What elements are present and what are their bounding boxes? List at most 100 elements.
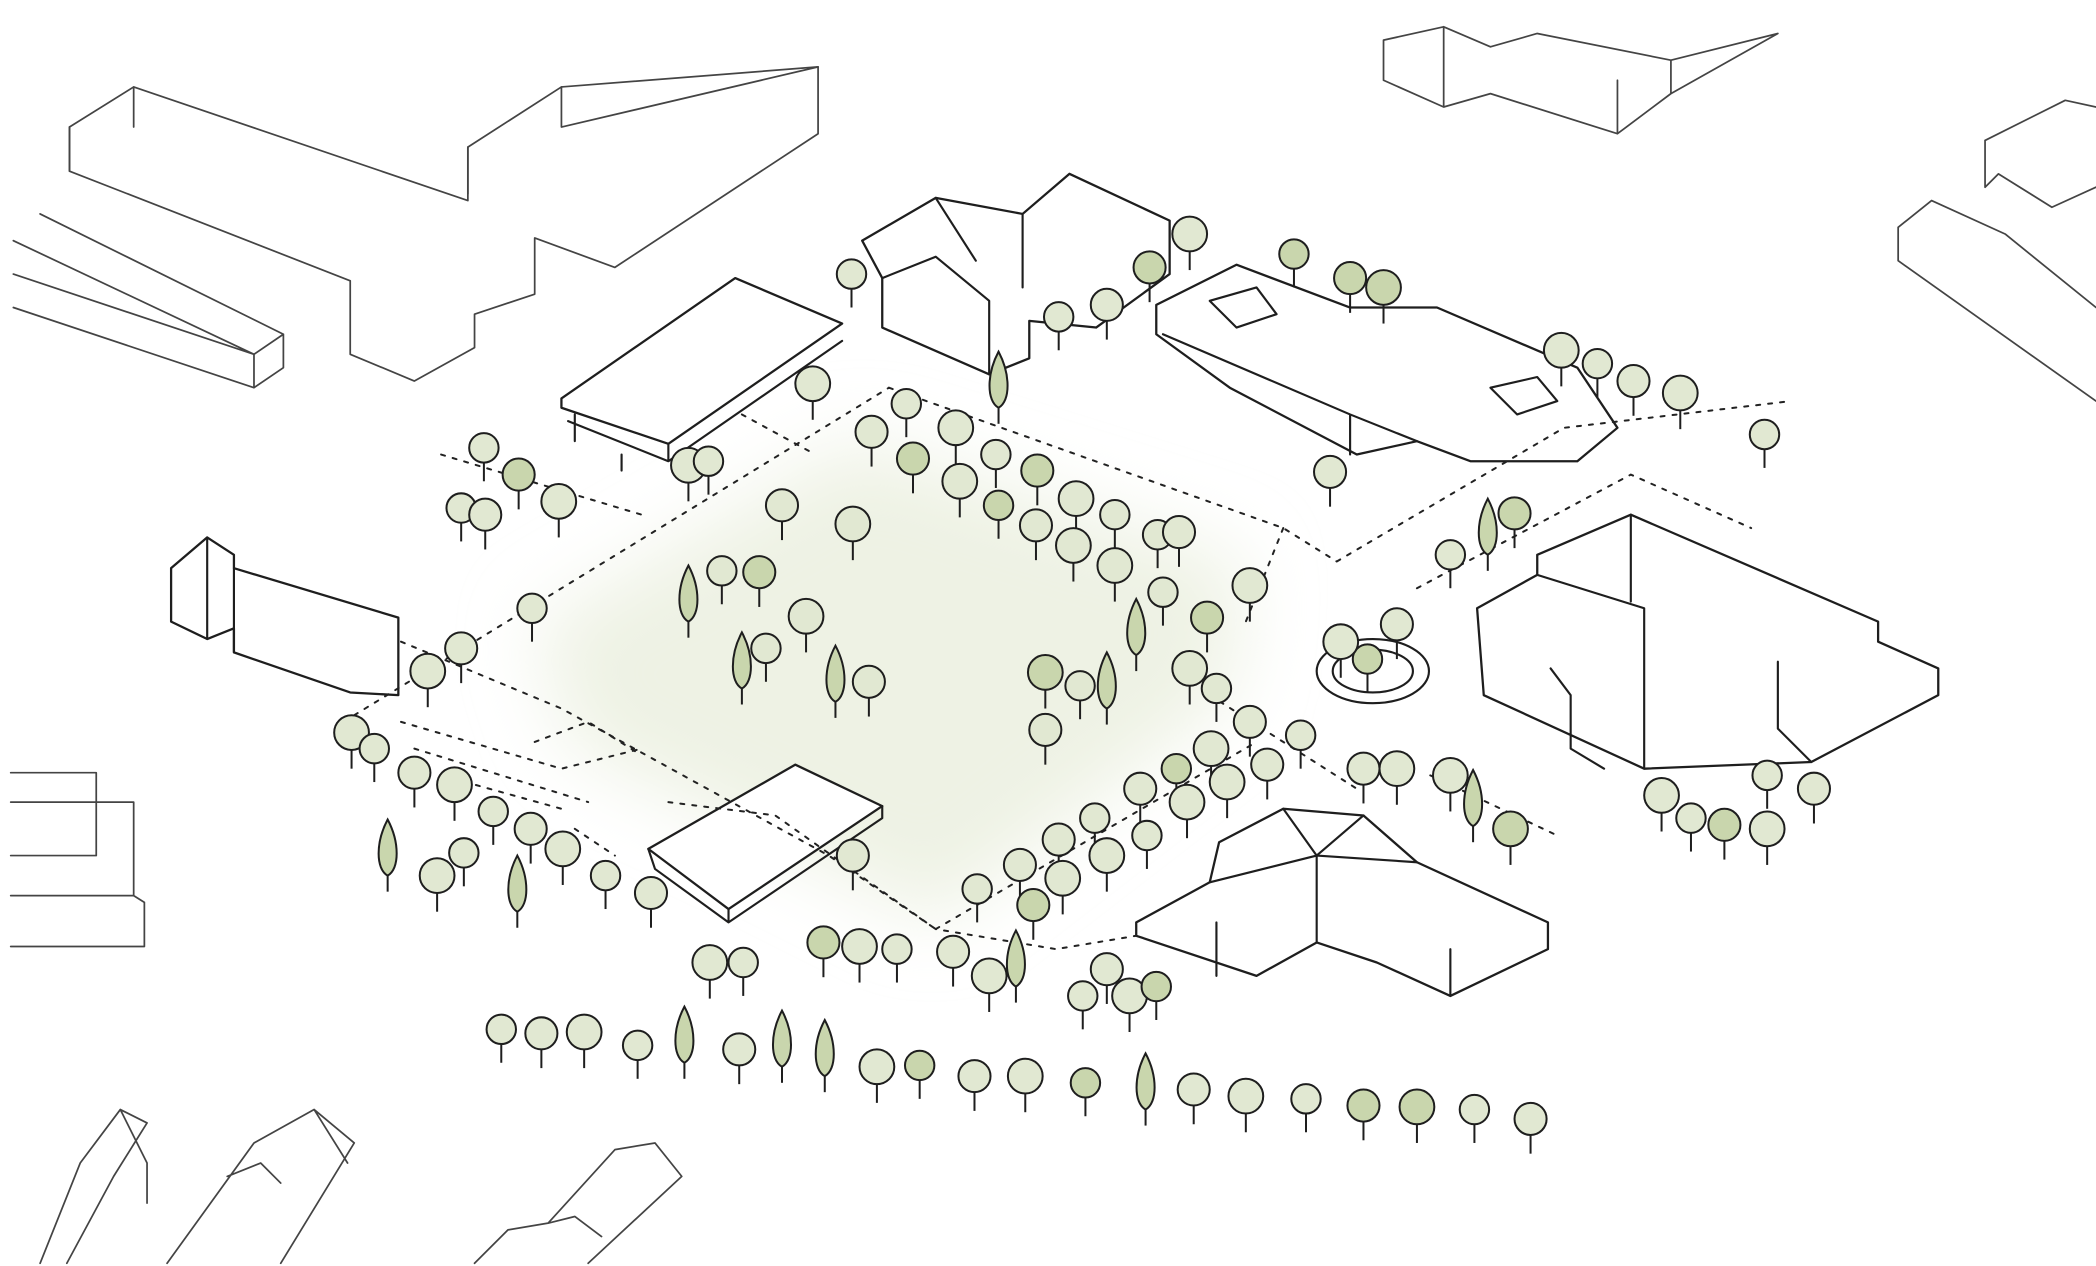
round-tree-icon bbox=[540, 482, 578, 538]
round-tree-icon bbox=[1796, 771, 1831, 824]
round-tree-icon bbox=[1042, 301, 1075, 351]
round-tree-icon bbox=[397, 755, 432, 808]
round-tree-icon bbox=[1192, 730, 1230, 785]
round-tree-icon bbox=[1284, 719, 1317, 769]
round-tree-icon bbox=[524, 1016, 559, 1069]
round-tree-icon bbox=[1661, 374, 1699, 430]
round-tree-icon bbox=[565, 1013, 603, 1069]
round-tree-icon bbox=[436, 766, 473, 821]
round-tree-icon bbox=[1748, 418, 1781, 468]
round-tree-icon bbox=[851, 664, 886, 717]
round-tree-icon bbox=[1232, 704, 1267, 757]
round-tree-icon bbox=[444, 631, 479, 684]
round-tree-icon bbox=[589, 859, 622, 910]
round-tree-icon bbox=[787, 597, 825, 653]
central-park-area bbox=[534, 441, 1244, 923]
round-tree-icon bbox=[621, 1029, 654, 1079]
round-tree-icon bbox=[834, 505, 872, 561]
round-tree-icon bbox=[980, 438, 1012, 488]
round-tree-icon bbox=[835, 838, 870, 891]
round-tree-icon bbox=[1176, 1072, 1211, 1125]
round-tree-icon bbox=[418, 857, 456, 912]
round-tree-icon bbox=[1171, 650, 1209, 705]
round-tree-icon bbox=[1020, 453, 1055, 506]
round-tree-icon bbox=[1067, 980, 1099, 1030]
round-tree-icon bbox=[970, 957, 1008, 1012]
round-tree-icon bbox=[1751, 759, 1783, 809]
round-tree-icon bbox=[1140, 970, 1172, 1020]
round-tree-icon bbox=[941, 462, 979, 518]
round-tree-icon bbox=[691, 944, 729, 999]
round-tree-icon bbox=[409, 652, 447, 708]
building-east-large-block bbox=[1475, 513, 1940, 770]
round-tree-icon bbox=[358, 732, 390, 783]
cypress-tree-icon bbox=[731, 630, 752, 705]
round-tree-icon bbox=[742, 555, 777, 607]
round-tree-icon bbox=[764, 488, 800, 541]
round-tree-icon bbox=[1290, 1083, 1322, 1133]
round-tree-icon bbox=[1088, 837, 1126, 892]
round-tree-icon bbox=[1492, 810, 1529, 865]
round-tree-icon bbox=[1346, 751, 1381, 804]
round-tree-icon bbox=[448, 837, 480, 887]
round-tree-icon bbox=[1016, 887, 1051, 940]
round-tree-icon bbox=[1313, 454, 1348, 507]
round-tree-icon bbox=[1365, 269, 1402, 324]
round-tree-icon bbox=[1200, 672, 1233, 722]
round-tree-icon bbox=[957, 1059, 992, 1111]
round-tree-icon bbox=[1322, 623, 1360, 678]
round-tree-icon bbox=[516, 592, 548, 642]
round-tree-icon bbox=[858, 1048, 896, 1103]
cypress-tree-icon bbox=[772, 1008, 792, 1083]
cypress-tree-icon bbox=[825, 643, 846, 718]
round-tree-icon bbox=[841, 928, 878, 983]
round-tree-icon bbox=[727, 946, 759, 996]
round-tree-icon bbox=[1089, 287, 1124, 340]
cypress-tree-icon bbox=[674, 1004, 695, 1079]
round-tree-icon bbox=[1132, 250, 1167, 303]
round-tree-icon bbox=[1190, 600, 1225, 653]
round-tree-icon bbox=[1131, 819, 1163, 869]
round-tree-icon bbox=[544, 830, 582, 885]
round-tree-icon bbox=[501, 457, 536, 510]
round-tree-icon bbox=[1748, 810, 1786, 865]
round-tree-icon bbox=[937, 409, 975, 464]
round-tree-icon bbox=[333, 714, 370, 769]
round-tree-icon bbox=[1160, 752, 1193, 803]
round-tree-icon bbox=[1379, 607, 1414, 660]
round-tree-icon bbox=[1147, 576, 1179, 626]
building-south-pavilion bbox=[647, 763, 884, 924]
round-tree-icon bbox=[1458, 1093, 1491, 1143]
round-tree-icon bbox=[1096, 547, 1134, 602]
cypress-tree-icon bbox=[1477, 496, 1498, 571]
round-tree-icon bbox=[1089, 952, 1124, 1004]
round-tree-icon bbox=[468, 432, 500, 482]
round-tree-icon bbox=[806, 925, 841, 978]
round-tree-icon bbox=[1431, 756, 1469, 812]
round-tree-icon bbox=[1064, 670, 1096, 720]
building-north-gabled-houses bbox=[861, 172, 1171, 376]
project-buildings bbox=[169, 172, 1940, 998]
cypress-tree-icon bbox=[1096, 650, 1117, 725]
round-tree-icon bbox=[1227, 1077, 1265, 1133]
round-tree-icon bbox=[1208, 763, 1246, 819]
round-tree-icon bbox=[468, 497, 503, 550]
round-tree-icon bbox=[890, 388, 923, 438]
round-tree-icon bbox=[1044, 859, 1082, 915]
round-tree-icon bbox=[1333, 261, 1368, 313]
round-tree-icon bbox=[1581, 347, 1614, 398]
cypress-tree-icon bbox=[507, 853, 528, 928]
round-tree-icon bbox=[936, 934, 971, 987]
round-tree-icon bbox=[1168, 783, 1206, 839]
round-tree-icon bbox=[854, 414, 889, 467]
round-tree-icon bbox=[1111, 977, 1148, 1033]
round-tree-icon bbox=[982, 489, 1015, 539]
round-tree-icon bbox=[1057, 480, 1095, 535]
cypress-tree-icon bbox=[1463, 767, 1483, 843]
round-tree-icon bbox=[835, 258, 868, 308]
round-tree-icon bbox=[961, 873, 993, 923]
round-tree-icon bbox=[895, 441, 931, 494]
round-tree-icon bbox=[1351, 643, 1384, 693]
building-south-east-cross bbox=[1135, 807, 1550, 998]
cypress-tree-icon bbox=[377, 817, 398, 892]
